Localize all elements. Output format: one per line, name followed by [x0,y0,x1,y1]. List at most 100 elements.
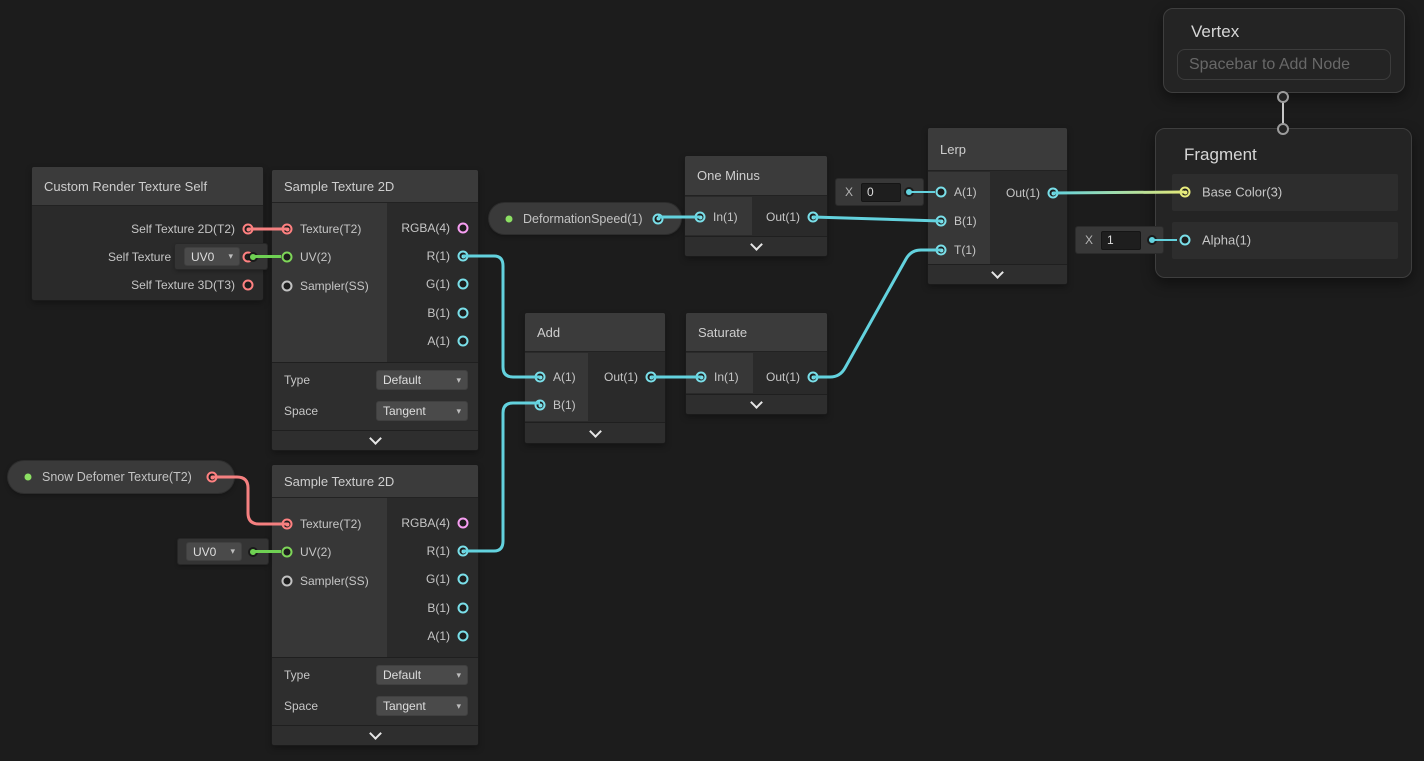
port-out[interactable] [807,371,819,383]
port-b-in[interactable] [534,399,546,411]
port-texture-in[interactable] [281,518,293,530]
port-sampler-in[interactable] [281,575,293,587]
port-uv-in[interactable] [281,546,293,558]
collapse-chevron-icon [368,432,382,445]
collapse-chevron-icon [368,727,382,740]
uv-channel-dropdown[interactable]: UV0 ▾ [186,542,242,561]
type-dropdown[interactable]: Default ▾ [376,665,468,685]
node-vertex-context[interactable]: Vertex Spacebar to Add Node [1163,8,1405,93]
port-b-out[interactable] [457,602,469,614]
node-custom-render-texture-self[interactable]: Custom Render Texture Self Self Texture … [32,167,263,300]
alpha-default-field: X [1076,227,1163,253]
port-label: Alpha(1) [1202,232,1252,248]
edge-oneminus-out-to-lerp-b[interactable] [812,215,942,223]
port-out[interactable] [1047,187,1059,199]
node-title-bar: Custom Render Texture Self [32,167,263,206]
port-label: Out(1) [765,370,800,384]
port-label: R(1) [426,249,450,263]
space-dropdown[interactable]: Tangent ▾ [376,401,468,421]
node-title: Sample Texture 2D [284,473,395,489]
port-in[interactable] [695,371,707,383]
node-add[interactable]: Add A(1) B(1) Out(1) [525,313,665,443]
port-snow-deformer-out[interactable] [206,471,218,483]
control-label: Type [284,668,311,682]
port-label: G(1) [426,277,450,291]
port-label: In(1) [713,210,738,224]
property-pill-snow-deformer-texture[interactable]: Snow Defomer Texture(T2) [8,461,234,493]
port-rgba-out[interactable] [457,222,469,234]
control-label: Type [284,373,311,387]
uv0-connector-dot-1 [250,253,256,260]
dropdown-caret-icon: ▾ [456,700,461,711]
context-title: Fragment [1184,145,1257,164]
port-texture-in[interactable] [281,223,293,235]
port-label: Sampler(SS) [300,574,369,588]
node-lerp[interactable]: Lerp A(1) B(1) T(1) Out(1) [928,128,1067,284]
type-dropdown[interactable]: Default ▾ [376,370,468,390]
port-b-out[interactable] [457,307,469,319]
alpha-value-input[interactable] [1101,230,1142,250]
node-sample-texture-2d-2[interactable]: Sample Texture 2D Texture(T2) UV(2) Samp… [272,465,478,745]
port-label: Self Texture [108,250,172,264]
node-sample-texture-2d-1[interactable]: Sample Texture 2D Texture(T2) UV(2) Samp… [272,170,478,450]
node-fragment-context[interactable]: Fragment Base Color(3) Alpha(1) [1155,128,1412,278]
node-collapse-bar[interactable] [272,430,478,450]
context-title: Vertex [1191,22,1240,41]
port-label: RGBA(4) [401,516,450,530]
dropdown-caret-icon: ▾ [230,546,235,556]
collapse-chevron-icon [749,238,763,251]
node-collapse-bar[interactable] [686,394,827,414]
port-rgba-out[interactable] [457,517,469,529]
fragment-base-color-row[interactable] [1172,174,1398,211]
port-r-out[interactable] [457,250,469,262]
fragment-alpha-row[interactable] [1172,222,1398,259]
node-collapse-bar[interactable] [272,725,478,745]
port-in[interactable] [694,211,706,223]
port-label: Texture(T2) [300,517,362,531]
control-label: Space [284,699,319,713]
port-a-in[interactable] [534,371,546,383]
port-deformation-speed-out[interactable] [652,213,664,224]
port-sampler-in[interactable] [281,280,293,292]
node-collapse-bar[interactable] [928,264,1067,284]
edge-saturate-out-to-lerp-t[interactable] [813,248,941,379]
port-alpha-in[interactable] [1179,234,1191,246]
port-self-texture-3d-out[interactable] [242,279,254,291]
property-pill-deformation-speed[interactable]: DeformationSpeed(1) [489,203,681,234]
port-label: Base Color(3) [1202,184,1283,200]
port-self-texture-2d-out[interactable] [242,223,254,235]
space-dropdown[interactable]: Tangent ▾ [376,696,468,716]
node-collapse-bar[interactable] [685,236,827,256]
node-collapse-bar[interactable] [525,422,665,443]
node-one-minus[interactable]: One Minus In(1) Out(1) [685,156,827,256]
port-b-in[interactable] [935,215,947,227]
port-base-color-in[interactable] [1179,186,1191,198]
port-label: UV(2) [300,250,332,264]
port-out[interactable] [807,211,819,223]
port-a-in[interactable] [935,186,947,198]
port-r-out[interactable] [457,545,469,557]
lerp-a-value-input[interactable] [861,182,902,202]
port-label: G(1) [426,572,450,586]
port-g-out[interactable] [457,278,469,290]
port-t-in[interactable] [935,244,947,256]
port-label: A(1) [954,185,977,199]
port-a-out[interactable] [457,630,469,642]
node-title: One Minus [697,168,760,183]
space-dropdown-value: Tangent [383,404,426,418]
x-component-label: X [1085,233,1094,247]
port-label: B(1) [427,601,450,615]
port-label: T(1) [954,243,976,257]
uv-channel-dropdown[interactable]: UV0 ▾ [184,247,240,266]
vertex-edge-anchor-top[interactable] [1277,91,1289,103]
node-title-bar: Sample Texture 2D [272,465,478,498]
node-title: Saturate [698,324,748,340]
port-g-out[interactable] [457,573,469,585]
node-title: Sample Texture 2D [284,178,395,194]
port-out[interactable] [645,371,657,383]
node-saturate[interactable]: Saturate In(1) Out(1) [686,313,827,414]
spacebar-hint-box: Spacebar to Add Node [1177,49,1391,80]
port-a-out[interactable] [457,335,469,347]
port-uv-in[interactable] [281,251,293,263]
